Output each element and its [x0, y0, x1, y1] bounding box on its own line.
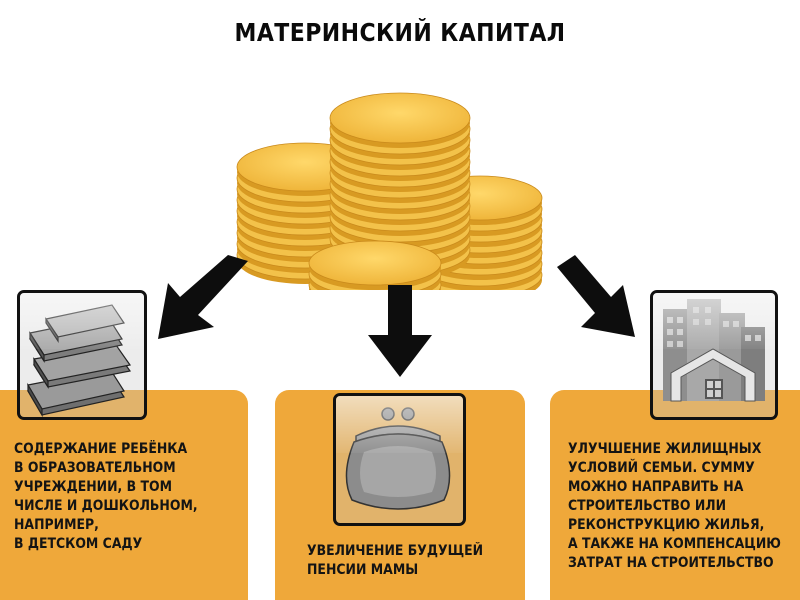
coins-illustration — [236, 92, 543, 290]
purse-icon-box — [333, 393, 466, 526]
card-education: СОДЕРЖАНИЕ РЕБЁНКА В ОБРАЗОВАТЕЛЬНОМ УЧР… — [0, 390, 248, 600]
card-housing-text: УЛУЧШЕНИЕ ЖИЛИЩНЫХ УСЛОВИЙ СЕМЬИ. СУММУ … — [568, 441, 781, 571]
books-icon-box — [17, 290, 147, 420]
card-pension-text: УВЕЛИЧЕНИЕ БУДУЩЕЙ ПЕНСИИ МАМЫ — [307, 543, 484, 578]
arrow-down — [368, 285, 432, 377]
page-title: МАТЕРИНСКИЙ КАПИТАЛ — [234, 18, 566, 47]
card-housing: УЛУЧШЕНИЕ ЖИЛИЩНЫХ УСЛОВИЙ СЕМЬИ. СУММУ … — [550, 390, 800, 600]
arrow-right-down — [557, 255, 635, 337]
arrow-left-down — [158, 255, 248, 339]
house-icon-box — [650, 290, 778, 420]
card-education-text: СОДЕРЖАНИЕ РЕБЁНКА В ОБРАЗОВАТЕЛЬНОМ УЧР… — [14, 441, 198, 552]
